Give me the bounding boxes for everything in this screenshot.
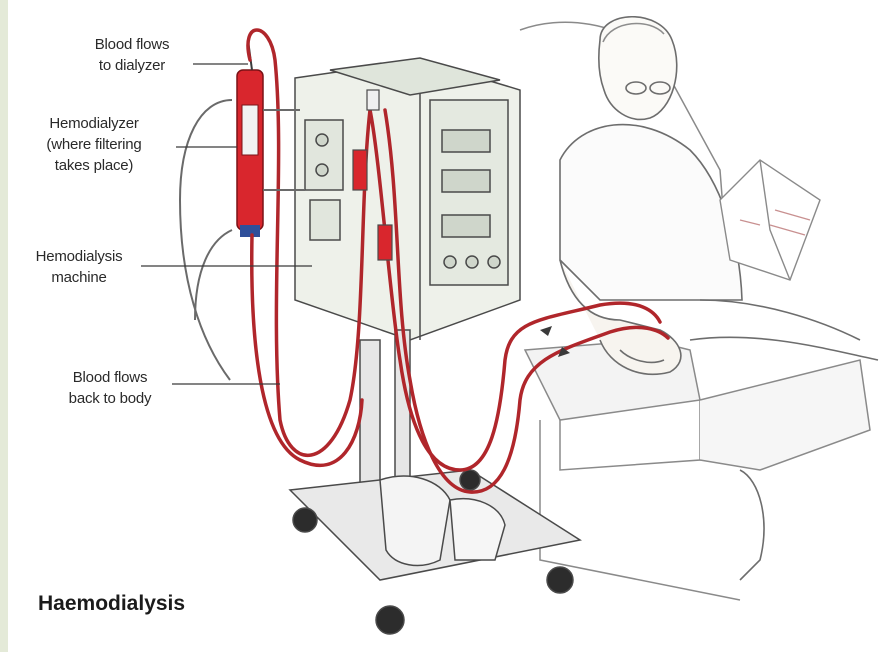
hemodialysis-machine (290, 58, 580, 634)
leader-lines (141, 64, 312, 384)
label-hemodialyzer: Hemodialyzer (where filtering takes plac… (18, 113, 170, 176)
label-blood-back-to-body: Blood flows back to body (48, 367, 172, 409)
patient (560, 17, 878, 580)
label-hemodialysis-machine: Hemodialysis machine (14, 246, 144, 288)
label-blood-to-dialyzer: Blood flows to dialyzer (72, 34, 192, 76)
book (720, 160, 820, 280)
hemodialyzer (237, 40, 263, 237)
diagram-title: Haemodialysis (38, 592, 185, 616)
